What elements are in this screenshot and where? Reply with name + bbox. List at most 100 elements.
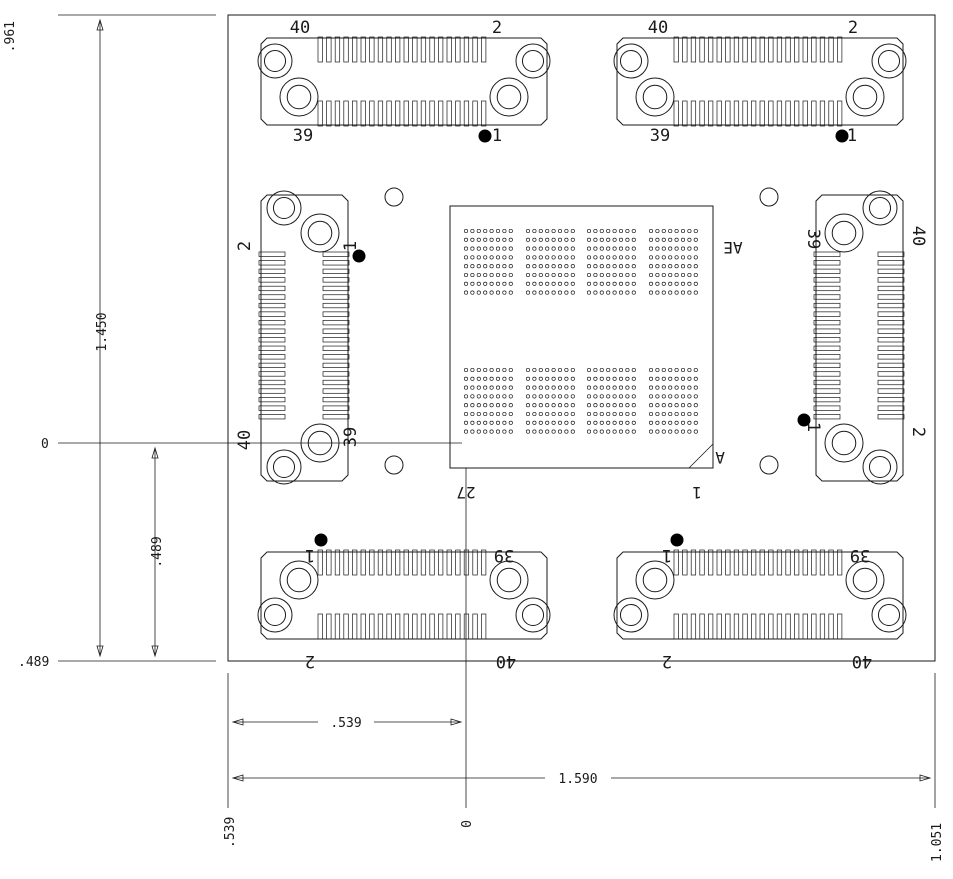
bga-ball (648, 385, 654, 390)
pin-pad (877, 362, 905, 368)
bga-ball (674, 394, 679, 399)
pin-pad (463, 613, 470, 640)
pin-pad (813, 320, 841, 326)
bga-ball (631, 376, 636, 381)
bga-ball (489, 228, 494, 234)
bga-ball (502, 394, 507, 399)
bga-ball (551, 264, 556, 269)
bga-ball (674, 376, 679, 381)
pin-pad (811, 100, 817, 127)
bga-ball (586, 228, 592, 234)
pin-pad (322, 337, 350, 343)
pin-pad (377, 613, 384, 640)
bga-ball (483, 272, 488, 278)
pin-pad (326, 549, 332, 576)
bga-ball (538, 281, 543, 286)
bga-ball (538, 255, 543, 260)
pin-pad (742, 36, 748, 63)
bga-ball (545, 367, 550, 373)
bga-ball (655, 228, 660, 234)
bga-ball (687, 255, 692, 260)
bga-ball (551, 246, 556, 251)
bga-ball (463, 411, 469, 417)
bga-ball (564, 272, 569, 278)
bga-ball (570, 264, 575, 269)
bga-ball (470, 237, 475, 242)
mounting-hole-inner (831, 220, 857, 246)
pin-pad (258, 405, 286, 411)
pin-pad (455, 36, 461, 63)
bga-ball (687, 272, 692, 278)
pin-pad (343, 100, 349, 127)
pin-pad (877, 294, 905, 300)
dim-height-value: 1.450 (95, 312, 110, 351)
bga-ball (586, 237, 592, 242)
bga-ball (551, 272, 556, 278)
bga-ball (570, 228, 575, 234)
pin-pad (360, 100, 366, 127)
bga-ball (570, 237, 575, 242)
pin-pad (813, 397, 841, 403)
bga-ball (606, 237, 611, 242)
bga-ball (655, 394, 660, 399)
bga-ball (668, 246, 673, 251)
bga-ball (532, 290, 537, 295)
pin-pad (322, 362, 350, 368)
bga-ball (538, 272, 543, 278)
mounting-hole (613, 43, 649, 79)
bga-ball (593, 394, 598, 399)
pin-pad (322, 328, 350, 334)
pin-pad (360, 613, 366, 640)
bga-ball (612, 385, 617, 390)
pin-pad (802, 613, 808, 640)
bga-ball (551, 394, 556, 399)
pin-pad (802, 36, 808, 63)
bga-ball (586, 281, 592, 286)
bga-ball (586, 290, 592, 295)
bga-ball (463, 281, 469, 286)
bga-ball (661, 281, 666, 286)
bga-ball (538, 420, 543, 425)
mounting-hole (862, 449, 898, 485)
bga-ball (687, 376, 692, 381)
bga-ball (606, 228, 611, 234)
bga-ball (668, 367, 673, 373)
pin-pad (322, 414, 350, 420)
bga-ball (489, 394, 494, 399)
pin-pad (386, 549, 392, 576)
bga-ball (551, 385, 556, 390)
connector-top-left (257, 36, 551, 143)
bga-ball (668, 385, 673, 390)
pin-pad (794, 549, 800, 576)
bga-ball (674, 228, 679, 234)
bga-ball (502, 290, 507, 295)
bga-ball (545, 376, 550, 381)
pin-pad (802, 100, 808, 127)
pin-pad (725, 100, 731, 127)
bga-ball (564, 237, 569, 242)
bga-ball (570, 420, 575, 425)
pin-pad (811, 549, 817, 576)
pin-pad (725, 613, 731, 640)
bga-ball (631, 420, 636, 425)
bga-ball (463, 367, 469, 373)
pin-pad (472, 100, 478, 127)
l-pin-top-right: 1 (341, 241, 361, 251)
pin-pad (258, 354, 286, 360)
bga-ball (631, 411, 636, 417)
mounting-hole-inner (272, 196, 296, 220)
pin-pad (837, 613, 843, 640)
pin-pad (751, 100, 757, 127)
pin-pad (403, 549, 409, 576)
bga-ball (545, 272, 550, 278)
pin-pad (334, 100, 341, 127)
bga-ball (687, 237, 692, 242)
mounting-hole (515, 43, 551, 79)
pin-pad (837, 100, 843, 127)
pin-pad (813, 345, 841, 351)
pin-pad (322, 345, 350, 351)
pin-pad (877, 388, 905, 394)
bga-ball (593, 264, 598, 269)
bga-ball (525, 394, 531, 399)
bga-ball (525, 264, 531, 269)
